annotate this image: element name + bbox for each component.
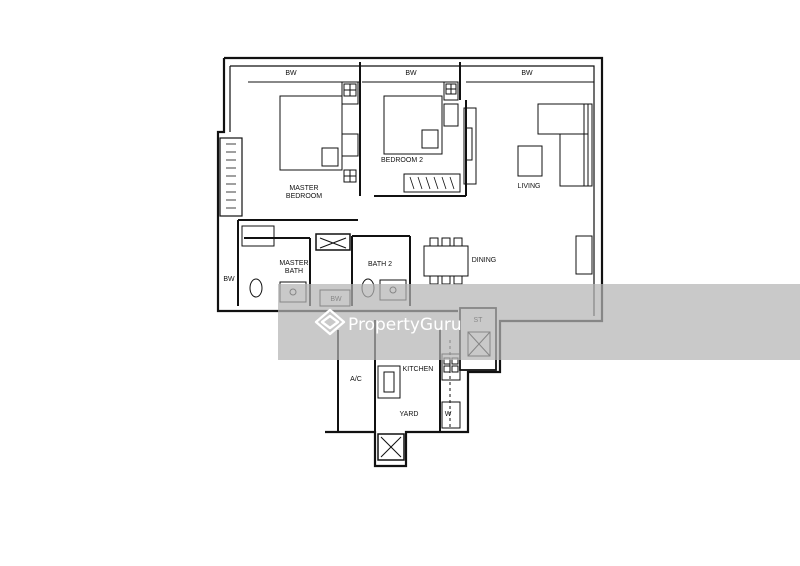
label-ac: A/C (350, 376, 362, 383)
room-labels: BW BW BW MASTER BEDROOM BEDROOM 2 LIVING… (223, 70, 540, 418)
wardrobe-hatch (226, 143, 455, 209)
label-bw-left: BW (223, 276, 235, 283)
label-bw-top-1: BW (285, 70, 297, 77)
coffee-table (517, 145, 543, 177)
label-living: LIVING (518, 183, 541, 190)
label-bedroom-2: BEDROOM 2 (381, 157, 423, 164)
watermark-text: PropertyGuru (348, 315, 462, 335)
label-master-bath-line-2: BATH (285, 268, 303, 275)
dining-table (423, 245, 469, 277)
label-bath-2: BATH 2 (368, 261, 392, 268)
label-master-bedroom-line-2: BEDROOM (286, 193, 322, 200)
label-bw-top-3: BW (521, 70, 533, 77)
label-master-bedroom-line-1: MASTER (289, 185, 318, 192)
label-kitchen: KITCHEN (403, 366, 434, 373)
facade-inner-line (230, 65, 595, 316)
label-w: W (445, 411, 452, 418)
bedroom-2-wardrobe (403, 173, 461, 193)
label-yard: YARD (400, 411, 419, 418)
watermark-logo-icon (314, 308, 346, 336)
watermark: PropertyGuru (278, 284, 800, 360)
label-master-bath-line-1: MASTER (279, 260, 308, 267)
label-bw-top-2: BW (405, 70, 417, 77)
label-dining: DINING (472, 257, 497, 264)
bedroom-2-bed (383, 95, 443, 155)
sofa (537, 103, 589, 135)
interior-walls (219, 62, 497, 461)
master-bed (279, 95, 343, 171)
furniture (241, 81, 593, 429)
watermark-band (278, 284, 800, 360)
